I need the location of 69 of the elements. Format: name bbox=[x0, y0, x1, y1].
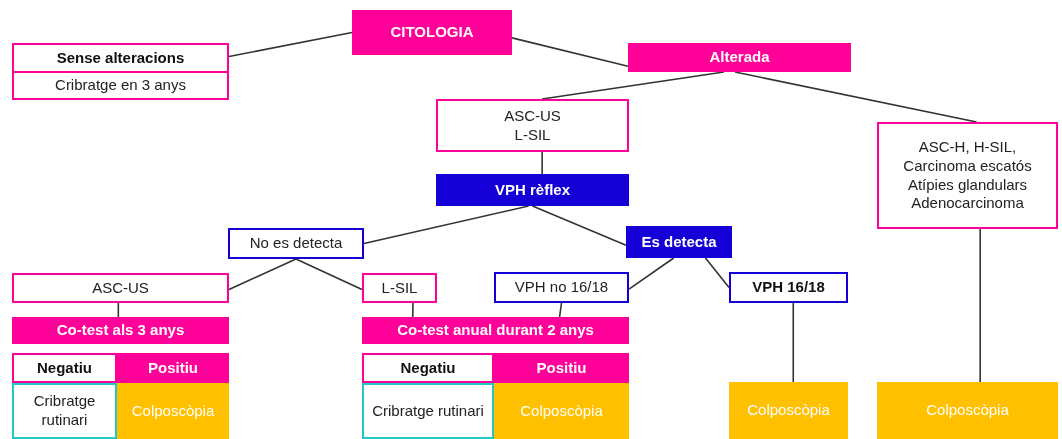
connector-line bbox=[704, 257, 730, 289]
box-label: Negatiu bbox=[37, 358, 92, 378]
box-label: Cribratge rutinari bbox=[32, 392, 97, 430]
flow-box bbox=[436, 99, 629, 152]
box-label: Co-test anual durant 2 anys bbox=[397, 321, 594, 340]
flow-box bbox=[12, 353, 117, 383]
box-label: Cribratge rutinari bbox=[372, 401, 484, 421]
box-label: Co-test als 3 anys bbox=[56, 321, 185, 340]
connector-line bbox=[734, 71, 978, 123]
connector-line bbox=[228, 258, 297, 291]
flow-box bbox=[12, 273, 229, 303]
flow-box bbox=[877, 382, 1058, 439]
connector-line bbox=[511, 37, 629, 67]
flow-box bbox=[12, 383, 117, 439]
flow-box bbox=[228, 228, 364, 259]
box-label: Positiu bbox=[148, 358, 198, 378]
connector-line bbox=[363, 205, 530, 245]
box-label: VPH 16/18 bbox=[752, 278, 825, 297]
box-label: Atípies glandulars bbox=[907, 175, 1028, 195]
box-label: ASC-H, H-SIL, bbox=[918, 138, 1017, 157]
box-label: Carcinoma escatós bbox=[903, 156, 1032, 176]
box-label: Positiu bbox=[536, 358, 587, 378]
box-label: L-SIL bbox=[514, 125, 551, 145]
connector-line bbox=[541, 151, 543, 175]
box-label: Sense alteracions bbox=[56, 48, 185, 68]
box-label: ASC-US bbox=[504, 106, 561, 126]
flow-box bbox=[362, 273, 437, 303]
flow-box bbox=[362, 353, 494, 383]
connector-line bbox=[295, 258, 363, 291]
box-label: Cribratge en 3 anys bbox=[55, 76, 186, 95]
box-label: No es detecta bbox=[249, 234, 343, 253]
flow-box bbox=[12, 43, 229, 73]
box-label: Colposcòpia bbox=[926, 401, 1009, 420]
flow-box bbox=[626, 226, 732, 258]
box-label: VPH rèflex bbox=[494, 180, 570, 200]
flow-box bbox=[12, 71, 229, 100]
flow-box bbox=[362, 383, 494, 439]
box-label: VPH no 16/18 bbox=[514, 278, 609, 297]
flow-box bbox=[877, 122, 1058, 229]
flow-box bbox=[117, 353, 229, 383]
box-label: L-SIL bbox=[381, 278, 418, 298]
connector-line bbox=[792, 302, 795, 383]
connector-line bbox=[558, 302, 563, 318]
connector-line bbox=[228, 31, 353, 58]
connector-line bbox=[411, 302, 414, 318]
connector-line bbox=[541, 71, 725, 100]
flow-box bbox=[729, 272, 848, 303]
flow-box bbox=[494, 272, 629, 303]
box-label: ASC-US bbox=[92, 278, 149, 298]
flow-box bbox=[117, 383, 229, 439]
box-label: Colposcòpia bbox=[520, 401, 603, 421]
connector-line bbox=[531, 205, 627, 246]
box-label: Negatiu bbox=[400, 358, 456, 378]
flow-box bbox=[436, 174, 629, 206]
flow-box bbox=[494, 383, 629, 439]
box-label: Es detecta bbox=[641, 232, 717, 252]
flow-box bbox=[362, 317, 629, 344]
box-label: Alterada bbox=[709, 48, 770, 67]
box-label: Colposcòpia bbox=[131, 401, 215, 421]
box-label: Adenocarcinoma bbox=[911, 194, 1024, 213]
connector-line bbox=[979, 228, 981, 383]
box-label: Colposcòpia bbox=[747, 401, 830, 420]
flow-box bbox=[628, 43, 851, 72]
flow-box bbox=[352, 10, 512, 55]
connector-line bbox=[628, 257, 675, 290]
flow-box bbox=[494, 353, 629, 383]
flow-box bbox=[12, 317, 229, 344]
box-label: CITOLOGIA bbox=[390, 23, 474, 42]
flow-box bbox=[729, 382, 848, 439]
